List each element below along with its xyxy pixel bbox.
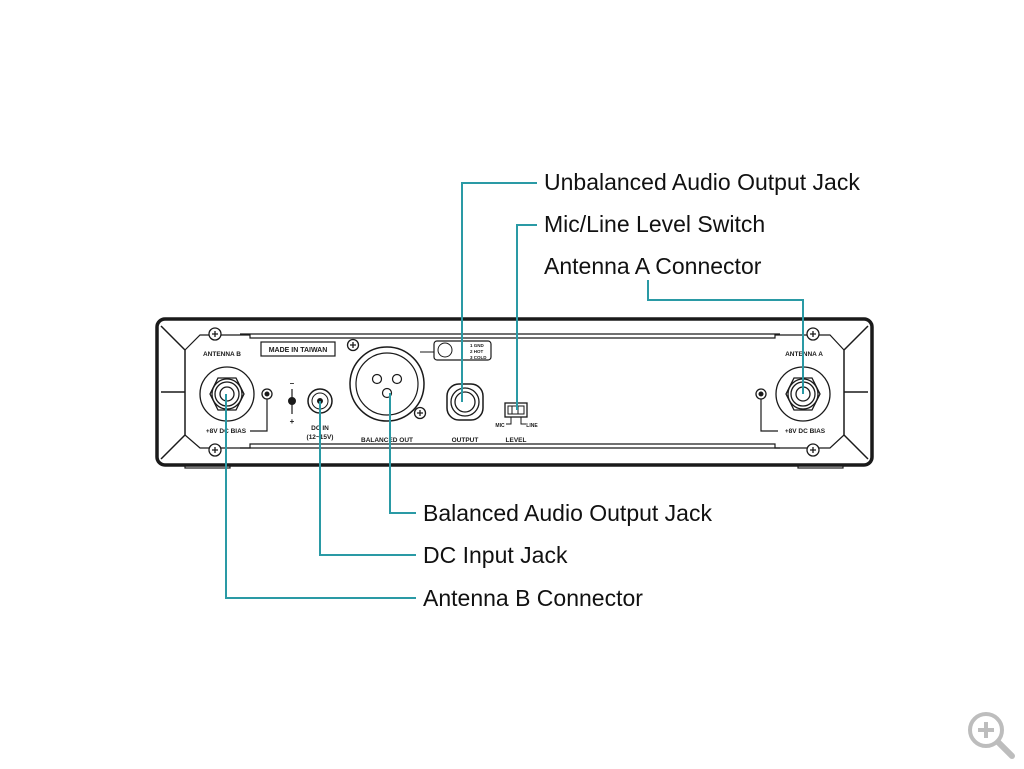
balanced-out-label: BALANCED OUT [361,437,413,444]
outer-case [155,317,874,467]
callout-antenna-a: Antenna A Connector [544,253,762,279]
polarity-minus: – [290,379,295,388]
antenna-b-label: ANTENNA B [203,351,241,358]
zoom-in-button[interactable] [964,708,1020,764]
leader-unbalanced [461,182,537,402]
inner-panel [184,334,845,449]
callout-dc-input: DC Input Jack [423,542,568,568]
zoom-in-icon [968,712,1015,759]
polarity-plus: + [290,417,295,426]
leader-balanced [389,393,416,514]
leader-antenna-b [225,394,416,599]
device-chassis [155,317,874,469]
screw-icon [208,443,222,457]
leader-level [516,224,537,410]
callout-balanced-audio-output: Balanced Audio Output Jack [423,500,712,526]
made-in-label: MADE IN TAIWAN [269,347,328,354]
screw-icon [346,338,360,352]
screws [208,327,820,457]
screw-icon [806,327,820,341]
level-label: LEVEL [506,437,527,444]
callout-lines [225,182,804,599]
xlr-pin1: 1 GND [470,343,485,348]
screw-icon [208,327,222,341]
unbalanced-output-jack [446,383,484,421]
screw-icon [806,443,820,457]
output-label: OUTPUT [452,437,479,444]
callout-unbalanced-audio-output: Unbalanced Audio Output Jack [544,169,860,195]
line-label: LINE [526,423,538,429]
callout-antenna-b: Antenna B Connector [423,585,643,611]
mic-label: MIC [495,423,505,429]
bias-a-label: +8V DC BIAS [785,428,826,435]
screw-icon [413,406,427,420]
xlr-pin3: 3 COLD [470,355,487,360]
leader-antenna-a [647,280,804,394]
leader-dc [319,401,416,556]
callout-mic-line-switch: Mic/Line Level Switch [544,211,766,237]
antenna-a-label: ANTENNA A [785,351,823,358]
xlr-pin2: 2 HOT [470,349,484,354]
made-in-taiwan-plate [260,341,336,357]
